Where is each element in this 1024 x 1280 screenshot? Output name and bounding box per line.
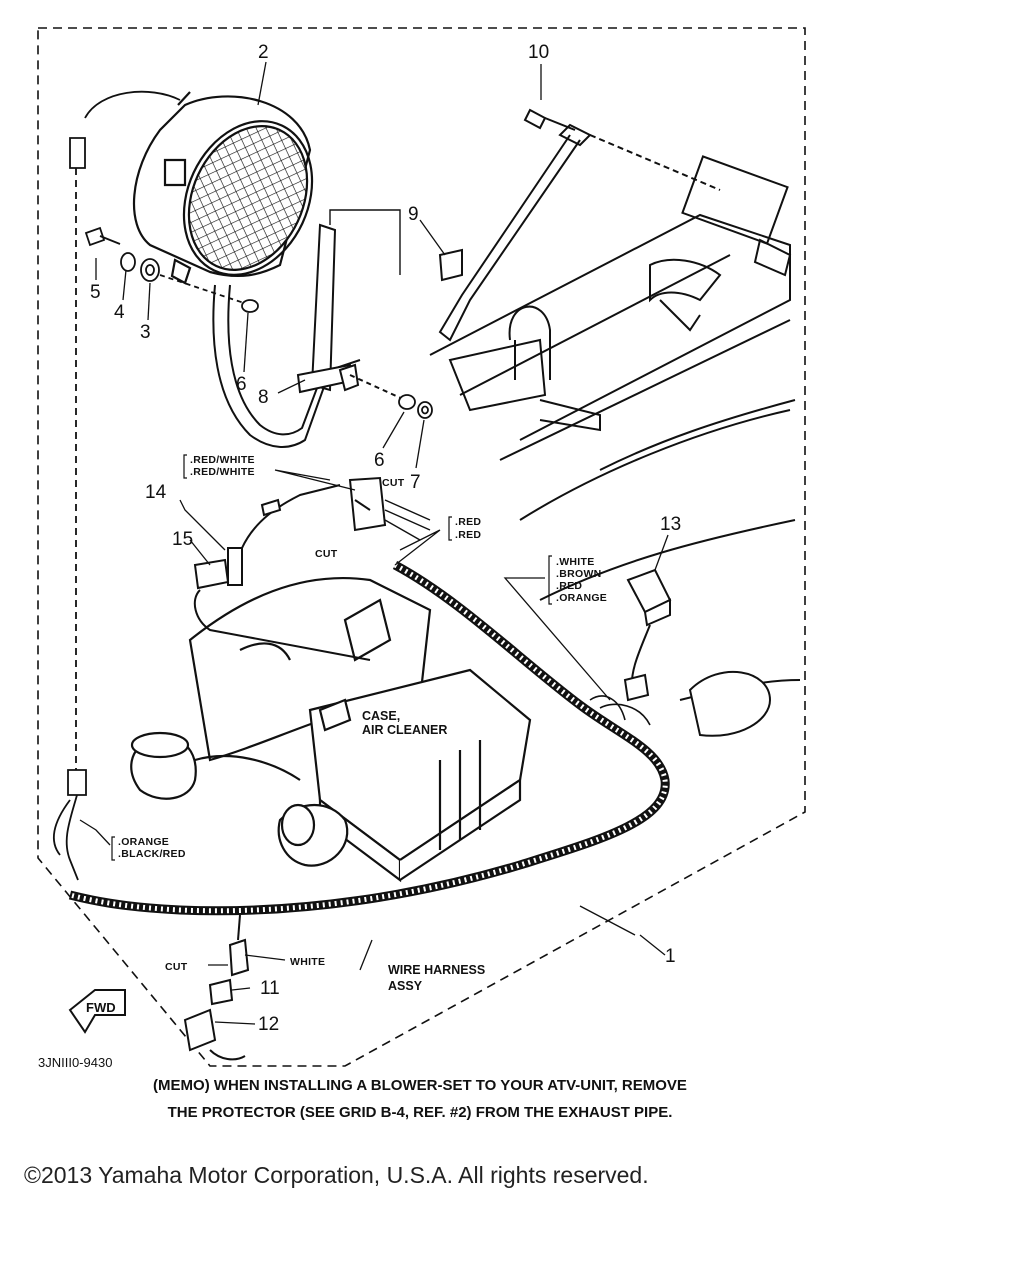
wire-black-red: .BLACK/RED [118,848,186,860]
leader-lines [79,61,669,1025]
wire-red-3: .RED [556,580,582,592]
washers-6-7 [398,394,433,419]
part-3-label: 3 [140,322,151,343]
vehicle-frame [429,155,801,701]
cut-label-1: CUT [382,477,405,489]
part-10-label: 10 [528,42,549,63]
connectors-11-12 [183,914,250,1061]
wire-red-1: .RED [455,516,481,528]
blower-drum [132,91,314,285]
cut-label-3: CUT [165,961,188,973]
part-15-label: 15 [172,529,193,550]
part-6-label-right: 6 [374,450,385,471]
memo-line-1: (MEMO) WHEN INSTALLING A BLOWER-SET TO Y… [153,1077,687,1094]
wire-harness [68,561,670,916]
fwd-arrow-icon: FWD [68,989,126,1034]
wire-red-white-1: .RED/WHITE [190,454,255,466]
memo-line-2: THE PROTECTOR (SEE GRID B-4, REF. #2) FR… [167,1104,673,1121]
part-8-label: 8 [258,387,269,408]
part-4-label: 4 [114,302,125,323]
wire-white: .WHITE [556,556,595,568]
bracket-assembly [329,108,721,342]
blower-stand [212,223,406,448]
parts-diagram: FWD 2 10 9 5 4 3 6 8 6 7 14 15 13 1 [37,27,806,1067]
sensor-14-15 [193,476,431,661]
blower-lead [53,90,181,881]
wire-white-lower: WHITE [290,956,325,968]
part-13-label: 13 [660,514,681,535]
wire-brown: .BROWN [556,568,602,580]
wire-orange-2: .ORANGE [118,836,169,848]
part-9-label: 9 [408,204,419,225]
drawing-code: 3JNIII0-9430 [38,1055,113,1070]
harness-label-line1: WIRE HARNESS [388,963,485,977]
fwd-label: FWD [86,1000,116,1015]
part-6-label-left: 6 [236,374,247,395]
part-2-label: 2 [258,42,269,63]
relay-13 [623,568,772,737]
wire-brackets [111,454,552,861]
wire-orange-1: .ORANGE [556,592,607,604]
wire-red-white-2: .RED/WHITE [190,466,255,478]
part-7-label: 7 [410,472,421,493]
part-12-label: 12 [258,1014,279,1035]
part-1-label: 1 [665,946,676,967]
case-label-line1: CASE, [362,709,400,723]
part-11-label: 11 [260,978,280,999]
cut-label-2: CUT [315,548,338,560]
fasteners-3-4-5 [84,226,259,313]
air-cleaner-case [130,576,532,883]
part-5-label: 5 [90,282,101,303]
copyright-notice: ©2013 Yamaha Motor Corporation, U.S.A. A… [24,1162,649,1188]
frame-outline [37,27,806,1067]
part-14-label: 14 [145,482,167,503]
harness-label-line2: ASSY [388,979,423,993]
wire-red-2: .RED [455,529,481,541]
case-label-line2: AIR CLEANER [362,723,447,737]
